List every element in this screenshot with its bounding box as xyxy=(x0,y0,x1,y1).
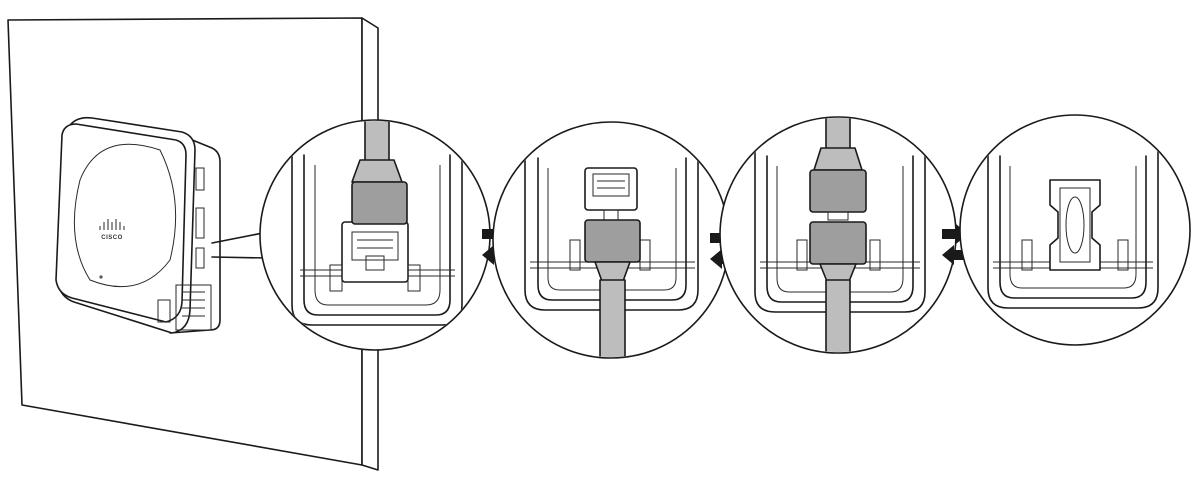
cable-plug xyxy=(809,169,867,213)
cable-plug xyxy=(351,181,408,225)
step-4-coupler-only xyxy=(959,114,1191,346)
coupler xyxy=(1049,179,1101,271)
callout-lines xyxy=(211,231,269,259)
access-point-device: CISCO xyxy=(55,116,221,334)
cable-plug xyxy=(809,221,867,265)
step-2-cable-unplugged xyxy=(492,121,730,359)
status-led-icon xyxy=(99,275,103,279)
step-3-coupler-connected xyxy=(719,116,957,354)
cable-plug xyxy=(584,219,641,263)
device-logo-text: CISCO xyxy=(101,235,123,241)
cisco-bridge-logo-icon xyxy=(99,219,125,230)
